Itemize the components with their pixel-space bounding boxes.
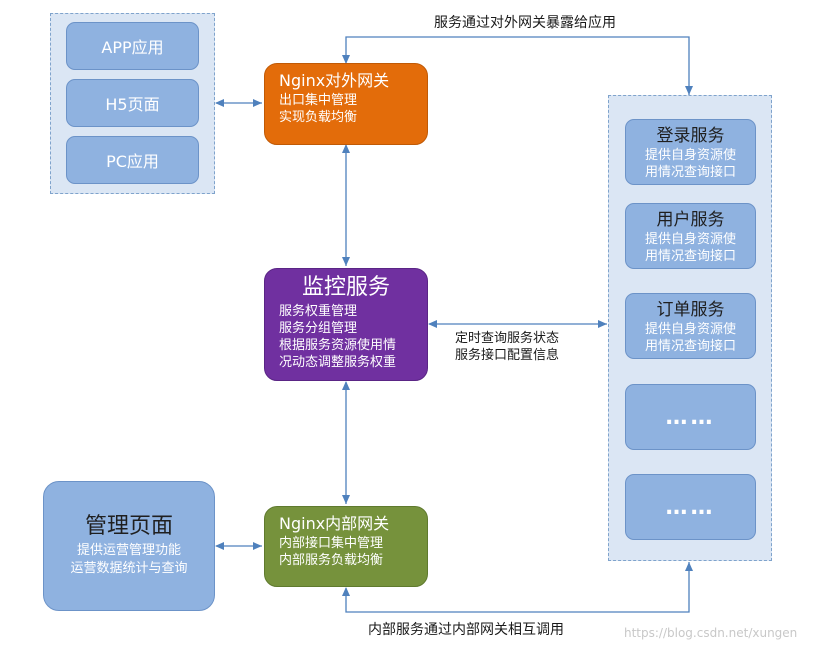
- admin-title: 管理页面: [84, 514, 173, 539]
- query-label: 定时查询服务状态 服务接口配置信息: [455, 330, 559, 364]
- nginx-external-line-2: 实现负载均衡: [279, 110, 358, 125]
- monitor-title: 监控服务: [301, 275, 390, 300]
- client-h5: H5页面: [66, 79, 199, 127]
- monitor-line-4: 况动态调整服务权重: [279, 355, 397, 370]
- monitor-line-2: 服务分组管理: [279, 321, 358, 336]
- service-order: 订单服务 提供自身资源使 用情况查询接口: [625, 293, 756, 359]
- nginx-internal-node: Nginx内部网关 内部接口集中管理 内部服务负载均衡: [264, 506, 428, 587]
- nginx-external-line-1: 出口集中管理: [279, 93, 358, 108]
- query-label-line-1: 定时查询服务状态: [455, 331, 560, 346]
- client-app: APP应用: [66, 22, 199, 70]
- service-order-line-1: 提供自身资源使: [644, 322, 736, 337]
- admin-line-1: 提供运营管理功能: [76, 543, 181, 558]
- query-label-line-2: 服务接口配置信息: [455, 348, 560, 363]
- monitor-node: 监控服务 服务权重管理 服务分组管理 根据服务资源使用情 况动态调整服务权重: [264, 268, 428, 381]
- bottom-route-label: 内部服务通过内部网关相互调用: [368, 622, 564, 638]
- service-more-1: ……: [625, 384, 756, 450]
- nginx-external-node: Nginx对外网关 出口集中管理 实现负载均衡: [264, 63, 428, 145]
- service-user-title: 用户服务: [656, 210, 725, 230]
- top-route-label: 服务通过对外网关暴露给应用: [434, 15, 616, 31]
- service-login-line-1: 提供自身资源使: [644, 148, 736, 163]
- service-login-title: 登录服务: [656, 126, 725, 146]
- service-order-title: 订单服务: [656, 300, 725, 320]
- client-pc: PC应用: [66, 136, 199, 184]
- service-login-line-2: 用情况查询接口: [644, 165, 736, 180]
- watermark: https://blog.csdn.net/xungen: [624, 626, 798, 640]
- service-order-line-2: 用情况查询接口: [644, 339, 736, 354]
- bottom-route-arrow: [342, 562, 693, 613]
- admin-line-2: 运营数据统计与查询: [70, 561, 188, 576]
- top-route-arrow: [342, 36, 693, 95]
- nginx-internal-line-1: 内部接口集中管理: [279, 536, 384, 551]
- service-user-line-1: 提供自身资源使: [644, 232, 736, 247]
- monitor-line-1: 服务权重管理: [279, 304, 358, 319]
- monitor-line-3: 根据服务资源使用情: [279, 338, 397, 353]
- admin-node: 管理页面 提供运营管理功能 运营数据统计与查询: [43, 481, 215, 611]
- nginx-external-title: Nginx对外网关: [279, 71, 390, 90]
- service-user: 用户服务 提供自身资源使 用情况查询接口: [625, 203, 756, 269]
- nginx-internal-title: Nginx内部网关: [279, 514, 390, 533]
- nginx-internal-line-2: 内部服务负载均衡: [279, 553, 384, 568]
- service-login: 登录服务 提供自身资源使 用情况查询接口: [625, 119, 756, 185]
- service-more-2-ellipsis: ……: [665, 494, 716, 520]
- service-more-2: ……: [625, 474, 756, 540]
- service-user-line-2: 用情况查询接口: [644, 249, 736, 264]
- service-more-1-ellipsis: ……: [665, 404, 716, 430]
